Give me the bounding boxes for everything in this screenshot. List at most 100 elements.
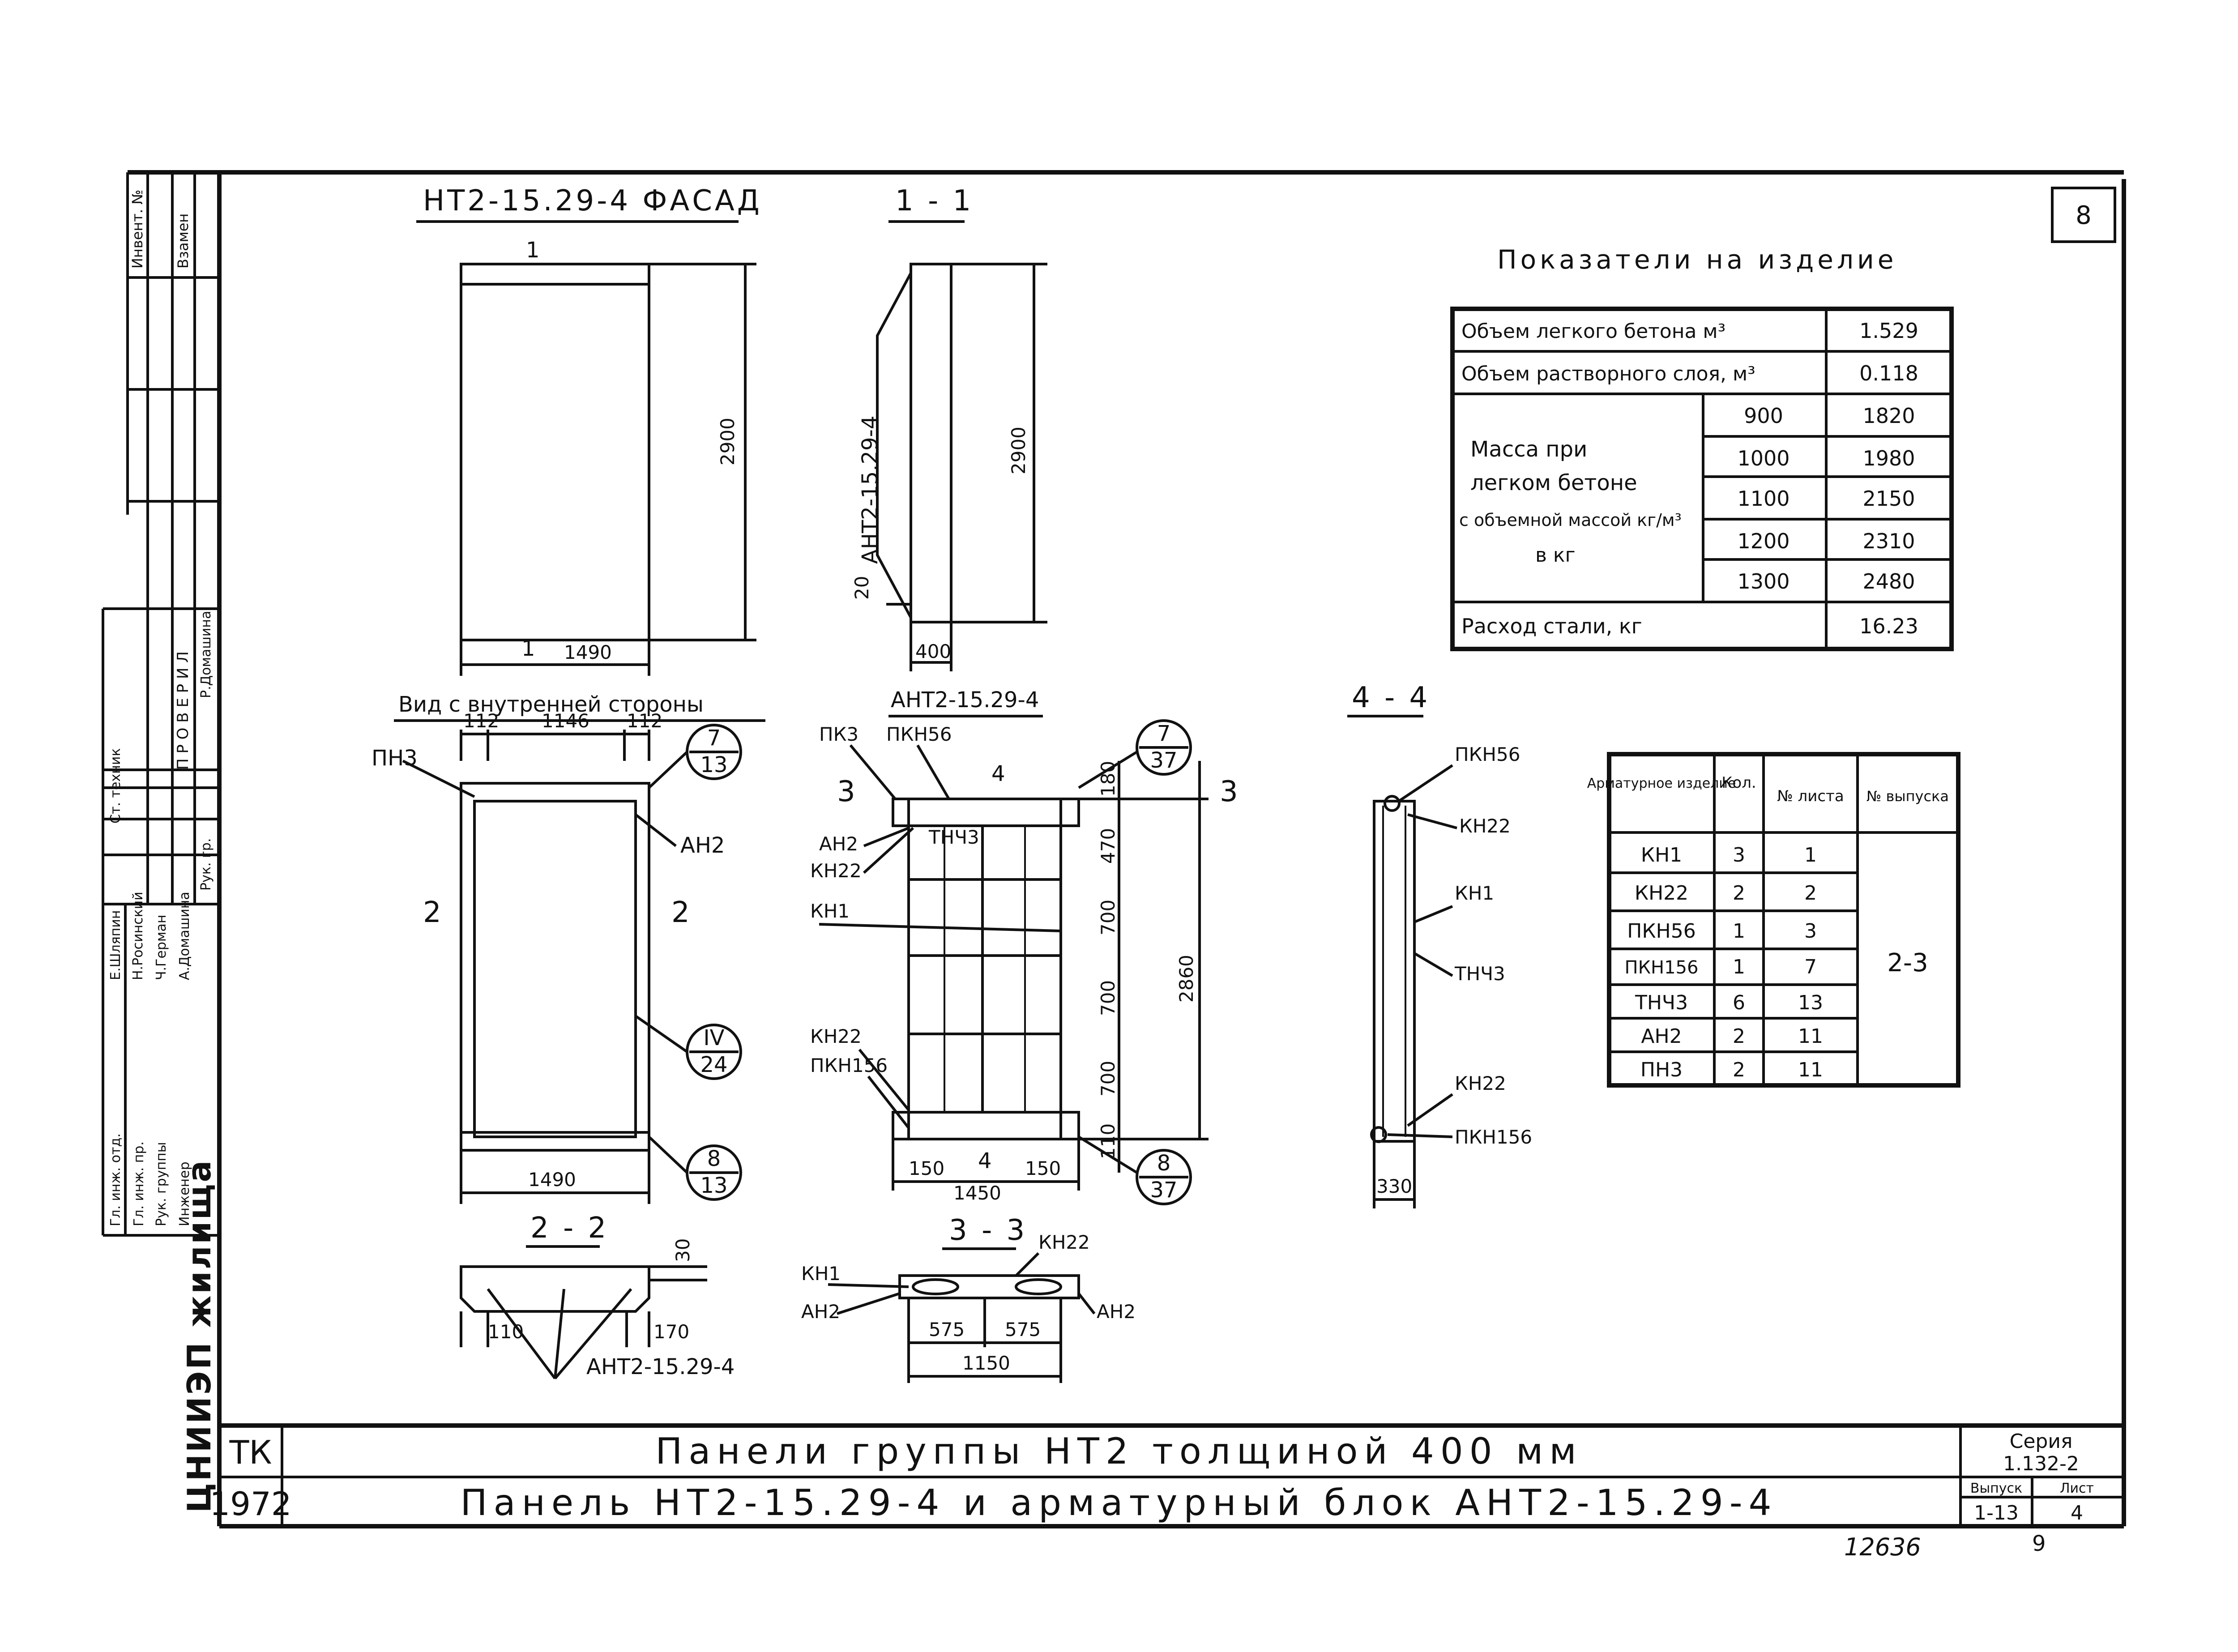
rebar-row-7-sheet: 11	[1798, 1059, 1823, 1081]
ant-callout-2-bottom: 37	[1150, 1178, 1177, 1203]
ant-dim-180: 180	[1097, 761, 1119, 797]
rebar-row-5-qty: 6	[1733, 991, 1745, 1014]
ind-row-2-value: 0.118	[1859, 361, 1918, 385]
ant-pk3: ПК3	[819, 723, 858, 745]
stamp-sttech: Ст. техник	[108, 748, 124, 824]
rebar-header-issue: № выпуска	[1866, 788, 1949, 805]
sec22-dim-170: 170	[653, 1321, 689, 1343]
facade-height-dim: 2900	[717, 418, 739, 465]
sec22-dim-30: 30	[672, 1238, 694, 1262]
sec44-kn22-top: КН22	[1459, 815, 1511, 837]
rebar-row-4-sheet: 7	[1804, 956, 1817, 978]
indicators-title: Показатели на изделие	[1497, 244, 1897, 275]
mass-density-4: 1200	[1737, 529, 1790, 553]
stamp-tk: ТК	[229, 1434, 272, 1471]
stamp-rukgr: Рук. гр.	[198, 838, 214, 891]
stamp-checked: П Р О В Е Р И Л	[174, 651, 192, 770]
sec33-kn1: КН1	[801, 1263, 841, 1285]
sec11-rebar-label: АНТ2-15.29-4	[858, 416, 883, 564]
rebar-row-3-item: ПКН56	[1627, 920, 1696, 943]
rebar-row-6-sheet: 11	[1798, 1025, 1823, 1048]
inner-an2: АН2	[680, 833, 725, 858]
ant-dim-700-a: 700	[1097, 900, 1119, 935]
ant-dim-700-c: 700	[1097, 1061, 1119, 1097]
stamp-inv: Инвент. №	[129, 189, 146, 269]
section-3-3: 3 - 3 КН1 КН22 АН2 АН2 575 575 1150	[801, 1214, 1136, 1383]
sec44-tnch3: ТНЧ3	[1454, 963, 1505, 985]
ant-dim-700-b: 700	[1097, 980, 1119, 1016]
inner-dim-112-left: 112	[463, 710, 499, 732]
rebar-row-2-qty: 2	[1733, 882, 1745, 905]
rebar-header-qty: Кол.	[1721, 774, 1756, 792]
sheet-number: 8	[2076, 201, 2092, 230]
mass-density-3: 1100	[1737, 487, 1790, 511]
rebar-issue: 2-3	[1887, 948, 1928, 978]
rebar-row-5-item: ТНЧ3	[1635, 991, 1688, 1014]
ant-dim-110: 110	[1097, 1123, 1119, 1159]
org-name: ЦНИИЭП жилища	[180, 1159, 218, 1513]
sec22-label: АНТ2-15.29-4	[586, 1354, 735, 1379]
sec22-title: 2 - 2	[530, 1212, 609, 1245]
inner-width-dim: 1490	[528, 1169, 576, 1191]
rebar-row-7-item: ПН3	[1640, 1059, 1683, 1081]
rebar-row-5-sheet: 13	[1798, 991, 1823, 1014]
stamp-name-4: А.Домашина	[177, 892, 192, 980]
stamp-year: 1972	[209, 1485, 291, 1523]
stamp-name-3: Е.Шляпин	[108, 910, 124, 980]
steel-label: Расход стали, кг	[1461, 614, 1642, 638]
ant-pkn156: ПКН156	[810, 1054, 888, 1076]
org-logo: ЦНИИЭП жилища	[180, 1159, 218, 1513]
facade-view: НТ2-15.29-4 ФАСАД 2900 1490 1 1	[416, 184, 760, 676]
mass-value-4: 2310	[1862, 529, 1915, 553]
ant-callout-1-bottom: 37	[1150, 748, 1177, 773]
inner-callout-3-bottom: 13	[700, 1173, 727, 1198]
sec11-height-dim: 2900	[1008, 427, 1029, 474]
rebar-row-1-qty: 3	[1733, 844, 1745, 867]
rebar-row-3-qty: 1	[1733, 920, 1745, 943]
title-line-1: Панели группы НТ2 толщиной 400 мм	[655, 1430, 1583, 1472]
sec44-title: 4 - 4	[1352, 681, 1430, 714]
facade-width-dim: 1490	[564, 641, 612, 663]
stamp-role-2: Гл. инж. пр.	[131, 1141, 147, 1226]
rebar-row-1-sheet: 1	[1804, 844, 1817, 867]
sec33-dim-575-right: 575	[1005, 1319, 1041, 1340]
section-2-2: 2 - 2 30 110 170 АНТ2-15.29-4	[460, 1212, 735, 1379]
sec44-width-dim: 330	[1376, 1175, 1412, 1197]
ant-sec3-right: 3	[1220, 775, 1241, 808]
rebar-row-1-item: КН1	[1641, 844, 1682, 867]
stamp-name-2: Ч.Герман	[154, 914, 169, 980]
ant-dim-470: 470	[1097, 828, 1119, 864]
section-1-1: 1 - 1 2900 АНТ2-15.29-4 20 400	[851, 184, 1047, 671]
mass-density-5: 1300	[1737, 569, 1790, 593]
ind-row-1-label: Объем легкого бетона м³	[1461, 320, 1725, 343]
indicators-table: Показатели на изделие Объем легкого бето…	[1450, 244, 1954, 651]
stamp-domashina: Р.Домашина	[198, 611, 214, 698]
ant-dim-150-right: 150	[1025, 1157, 1061, 1179]
inner-callout-2-top: IV	[704, 1025, 725, 1050]
ant-callout-1-top: 7	[1157, 721, 1171, 746]
rebar-row-2-sheet: 2	[1804, 882, 1817, 905]
stamp-role-4: Инженер	[177, 1161, 192, 1226]
ant-sec4-bottom: 4	[978, 1148, 992, 1174]
sec33-dim-1150: 1150	[962, 1352, 1010, 1374]
sec44-kn22-bottom: КН22	[1455, 1072, 1506, 1094]
inner-callout-3-top: 8	[707, 1146, 721, 1171]
issue-value: 1-13	[1974, 1502, 2019, 1524]
rebar-row-3-sheet: 3	[1804, 920, 1817, 943]
ant-sec4-top: 4	[991, 761, 1005, 786]
rebar-block-view: АНТ2-15.29-4 ПК3 ПКН56 3 3 4 4 АН2 ТНЧ3 …	[810, 687, 1241, 1205]
title-line-2: Панель НТ2-15.29-4 и арматурный блок АНТ…	[460, 1482, 1777, 1524]
sec11-thickness-dim: 400	[915, 640, 951, 662]
mass-label-3: с объемной массой кг/м³	[1459, 510, 1682, 530]
stamp-role-3: Рук. группы	[154, 1142, 169, 1226]
ant-pkn56: ПКН56	[886, 723, 952, 745]
mass-density-1: 900	[1744, 404, 1783, 428]
rebar-header-sheet: № листа	[1777, 787, 1844, 805]
sheet-number-box: 8	[2051, 187, 2116, 243]
rebar-row-6-item: АН2	[1641, 1025, 1682, 1048]
ant-dim-2860: 2860	[1175, 955, 1197, 1003]
ant-an2: АН2	[819, 833, 858, 855]
rebar-row-7-qty: 2	[1733, 1059, 1745, 1081]
mass-label-1: Масса при	[1470, 437, 1587, 462]
